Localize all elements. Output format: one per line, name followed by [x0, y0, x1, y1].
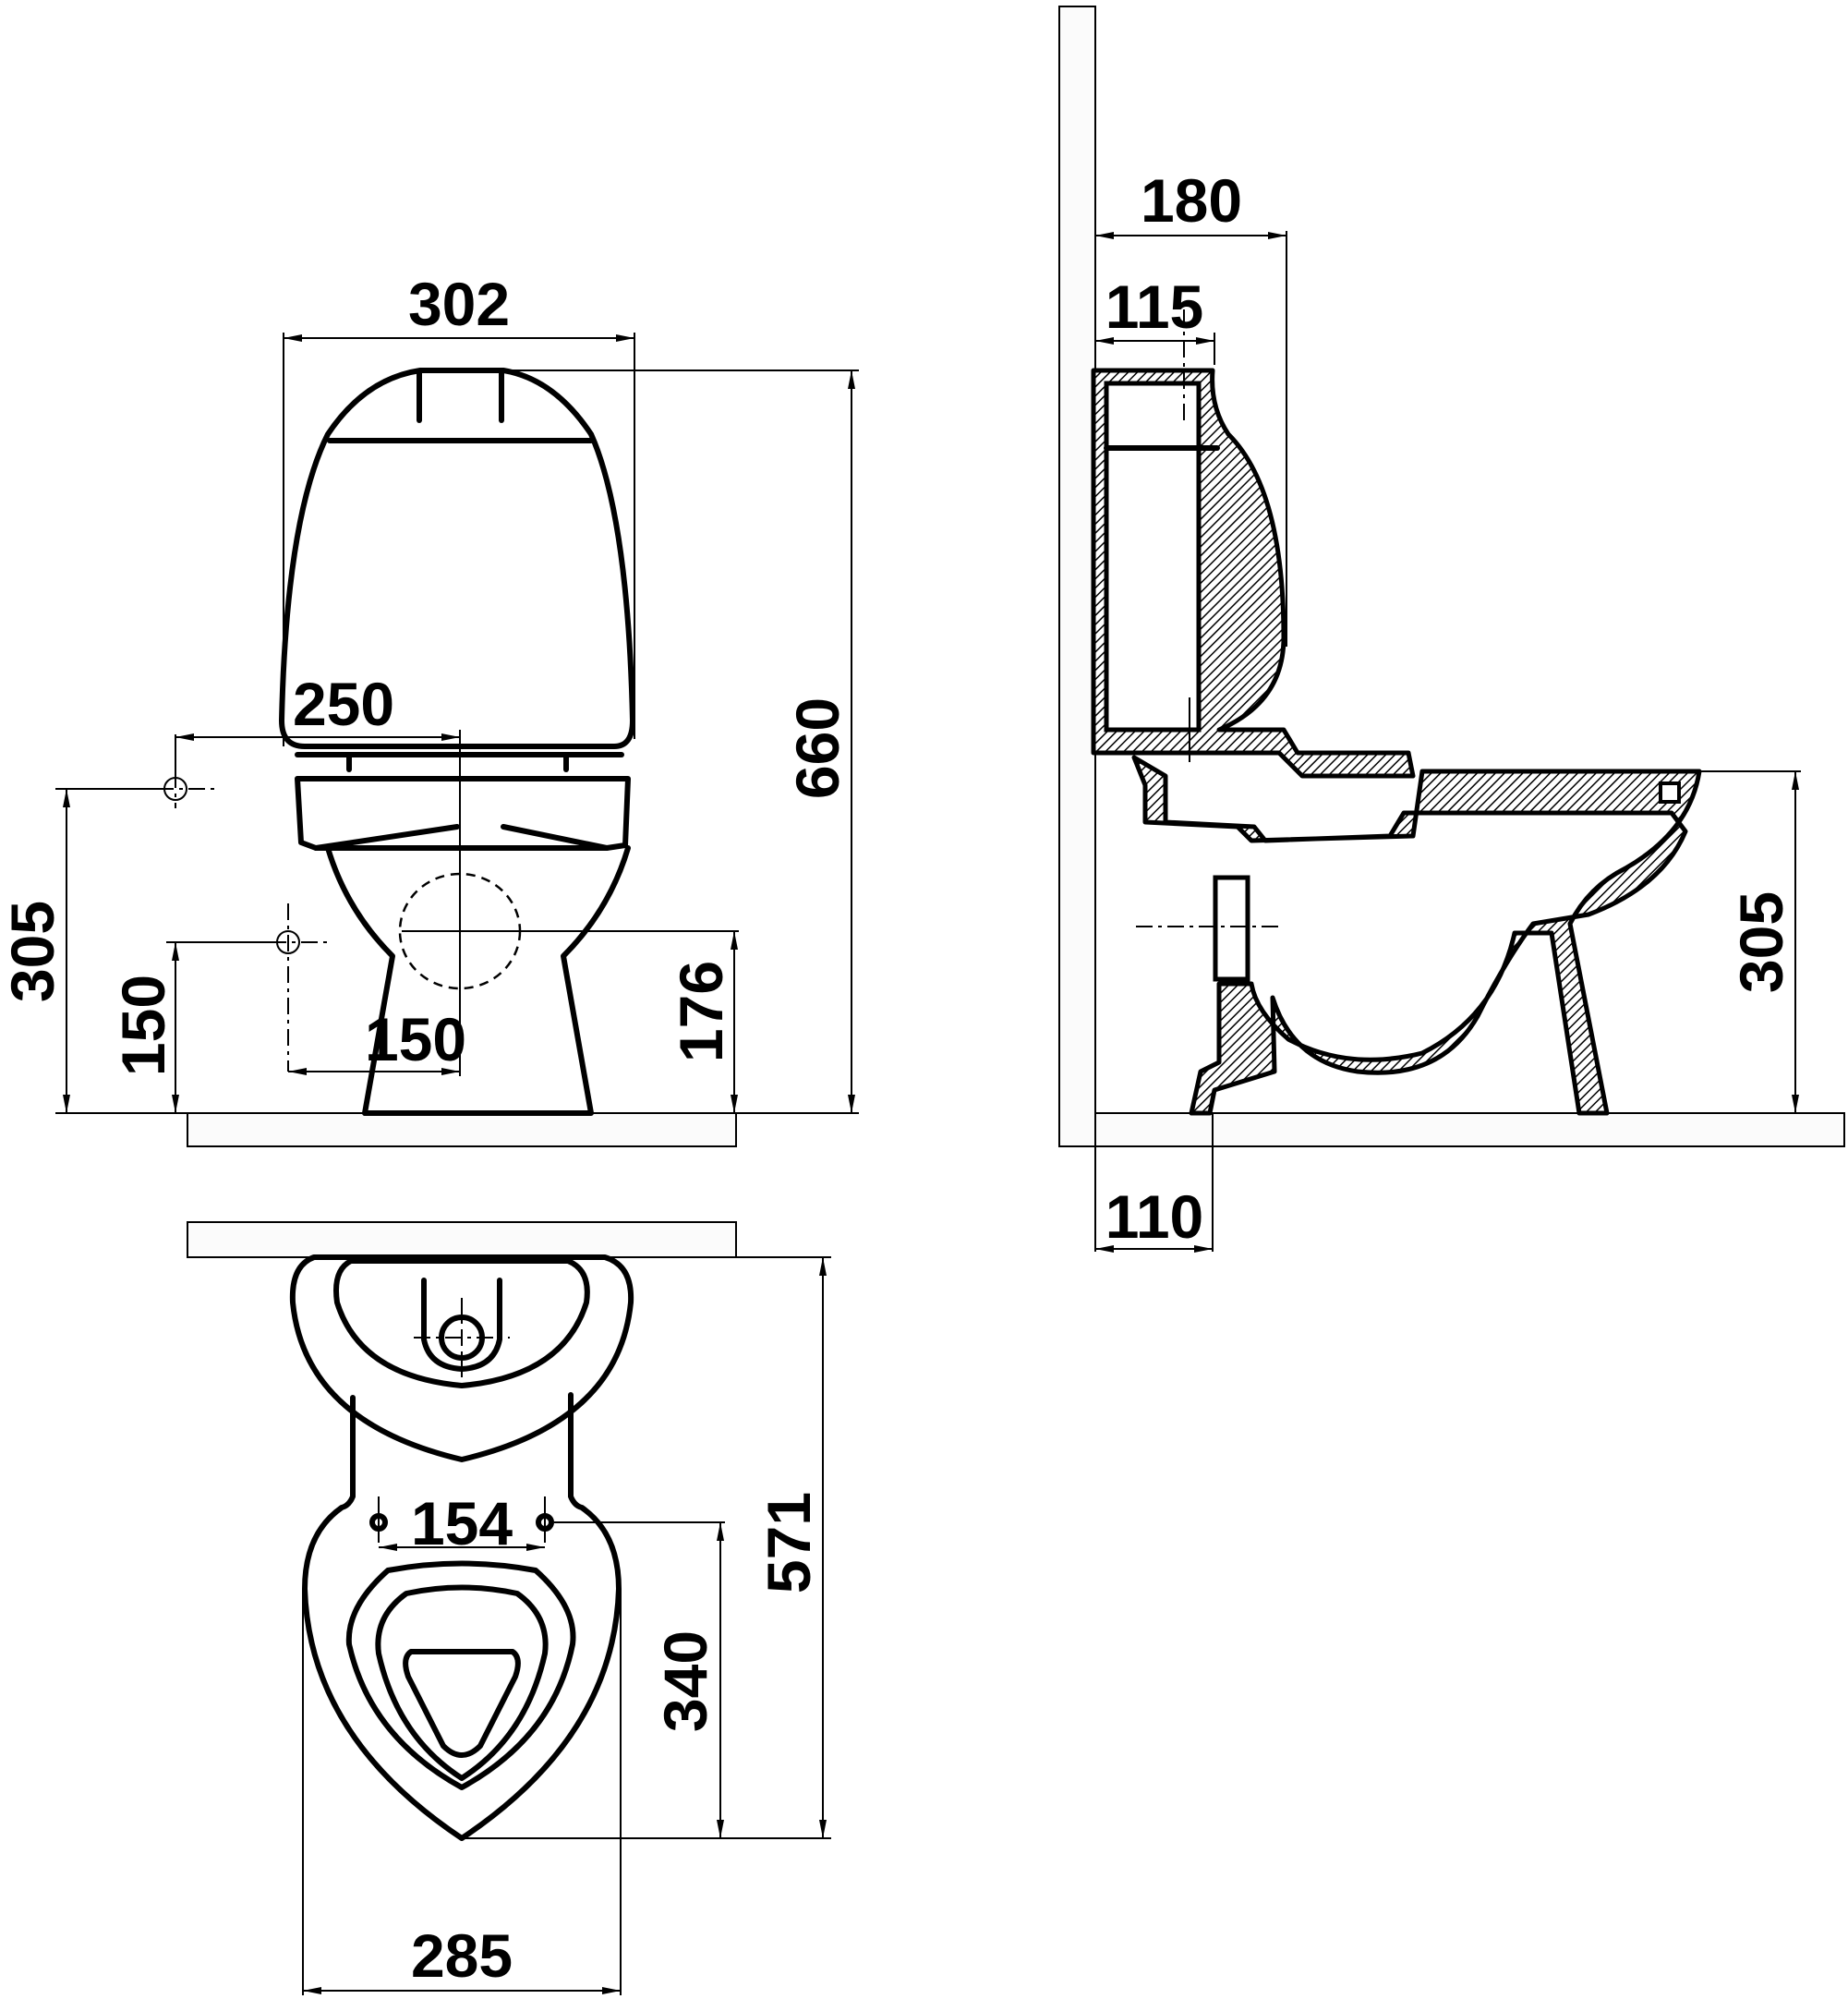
top-view: 154 340 571 285 [187, 1221, 831, 1995]
dim-tank-depth: 180 [1141, 166, 1242, 235]
tank-top [289, 1254, 634, 1462]
dim-inlet-lower-height: 150 [109, 975, 177, 1076]
floor-slab [187, 1112, 737, 1147]
dim-inlet-offset: 150 [365, 1005, 466, 1073]
wall-slab [187, 1221, 737, 1258]
front-view: 302 250 150 660 305 150 176 [0, 270, 859, 1147]
tank-outline [279, 368, 635, 749]
pedestal [325, 845, 631, 1116]
dim-bowl-height: 305 [1727, 891, 1795, 993]
wall [1058, 6, 1096, 1147]
dim-water-inlet-height: 305 [0, 901, 66, 1002]
dim-outlet-to-wall: 110 [1105, 1182, 1203, 1251]
dim-tank-inlet-offset: 115 [1105, 273, 1203, 341]
floor-slab [1094, 1112, 1845, 1147]
dim-outlet-center-height: 176 [667, 961, 735, 1062]
dim-bolt-to-front: 340 [651, 1630, 719, 1732]
dim-bowl-width: 285 [411, 1921, 513, 1990]
dim-bolt-spacing: 154 [411, 1489, 513, 1557]
side-view: 180 115 305 110 [1058, 6, 1845, 1253]
dim-fixing-spacing: 250 [293, 670, 394, 738]
dim-tank-width: 302 [408, 270, 510, 338]
dim-total-depth: 571 [755, 1492, 823, 1593]
bowl-rim [295, 776, 631, 851]
dim-height-total: 660 [783, 697, 852, 799]
